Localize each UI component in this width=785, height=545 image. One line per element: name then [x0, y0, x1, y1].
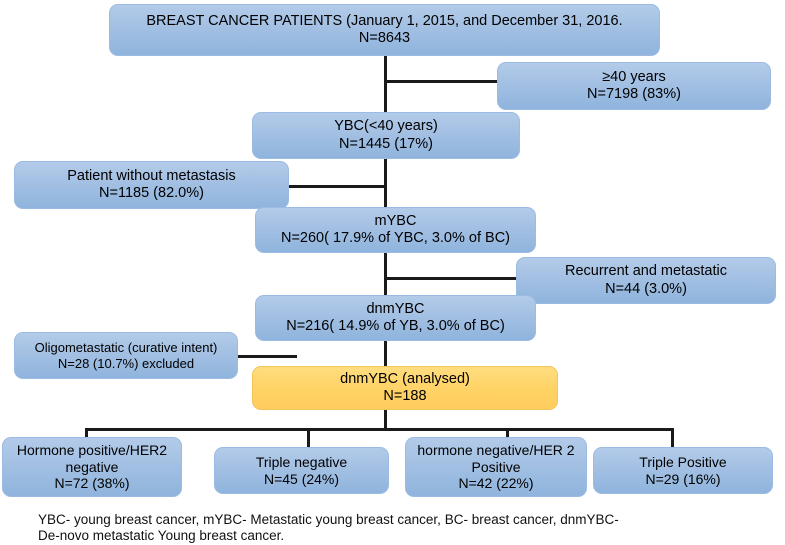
node-dnmybc-analysed[interactable]: dnmYBC (analysed) N=188: [252, 366, 558, 410]
node-ybc-line1: YBC(<40 years): [334, 118, 438, 135]
node-dnmybc-line1: dnmYBC: [366, 300, 425, 317]
node-subtype-triple-positive[interactable]: Triple Positive N=29 (16%): [593, 447, 773, 494]
node-over-40-years[interactable]: ≥40 years N=7198 (83%): [497, 62, 771, 110]
node-no-metastasis-line2: N=1185 (82.0%): [99, 185, 204, 201]
node-no-metastasis-line1: Patient without metastasis: [67, 167, 236, 184]
connector-branch-over40: [384, 80, 498, 83]
connector-allpatients-to-ybc: [384, 56, 387, 116]
node-over40-line2: N=7198 (83%): [587, 86, 681, 102]
node-patient-without-metastasis[interactable]: Patient without metastasis N=1185 (82.0%…: [14, 161, 289, 209]
node-recurrent-line1: Recurrent and metastatic: [565, 263, 727, 280]
connector-branch-no-metastasis: [288, 185, 387, 188]
subtype-triple-negative-line2: N=45 (24%): [263, 470, 340, 487]
abbreviations-line1: YBC- young breast cancer, mYBC- Metastat…: [38, 512, 619, 527]
connector-drop-triple-positive: [671, 428, 674, 447]
node-dnmybc-analysed-line1: dnmYBC (analysed): [340, 370, 470, 387]
subtype-hr-neg-her2-pos-line3: N=42 (22%): [458, 475, 534, 492]
node-dnmybc-analysed-line2: N=188: [383, 388, 427, 404]
connector-drop-triple-negative: [307, 428, 310, 447]
subtype-hr-pos-her2-neg-line2: negative: [65, 458, 119, 475]
subtype-hr-neg-her2-pos-line2: Positive: [471, 458, 521, 475]
node-subtype-hormone-positive-her2-negative[interactable]: Hormone positive/HER2 negative N=72 (38%…: [2, 437, 182, 497]
subtype-hr-pos-her2-neg-line1: Hormone positive/HER2: [16, 442, 168, 459]
node-oligometastatic-line2: N=28 (10.7%) excluded: [57, 355, 195, 371]
node-oligometastatic-excluded[interactable]: Oligometastatic (curative intent) N=28 (…: [14, 332, 238, 379]
abbreviations-legend: YBC- young breast cancer, mYBC- Metastat…: [38, 512, 758, 545]
node-subtype-triple-negative[interactable]: Triple negative N=45 (24%): [214, 447, 389, 494]
node-dnmybc-line2: N=216( 14.9% of YB, 3.0% of BC): [286, 318, 505, 334]
node-subtype-hormone-negative-her2-positive[interactable]: hormone negative/HER 2 Positive N=42 (22…: [405, 437, 587, 497]
connector-dnmybc-to-analysed: [384, 341, 387, 369]
node-oligometastatic-line1: Oligometastatic (curative intent): [34, 340, 218, 356]
subtype-triple-positive-line1: Triple Positive: [639, 453, 727, 470]
node-all-breast-cancer-patients[interactable]: BREAST CANCER PATIENTS (January 1, 2015,…: [109, 4, 660, 56]
node-mybc[interactable]: mYBC N=260( 17.9% of YBC, 3.0% of BC): [255, 207, 536, 253]
node-all-patients-line2: N=8643: [358, 30, 411, 46]
node-recurrent-and-metastatic[interactable]: Recurrent and metastatic N=44 (3.0%): [516, 257, 776, 304]
connector-analysed-to-subtypes: [384, 409, 387, 431]
node-recurrent-line2: N=44 (3.0%): [605, 280, 687, 297]
node-dnmybc[interactable]: dnmYBC N=216( 14.9% of YB, 3.0% of BC): [255, 295, 536, 341]
node-over40-line1: ≥40 years: [602, 68, 666, 85]
node-mybc-line2: N=260( 17.9% of YBC, 3.0% of BC): [280, 230, 511, 246]
subtype-triple-negative-line1: Triple negative: [255, 453, 348, 470]
connector-mybc-to-dnmybc: [384, 252, 387, 300]
connector-branch-oligometastatic: [237, 355, 297, 358]
node-ybc-line2: N=1445 (17%): [339, 135, 433, 152]
node-all-patients-line1: BREAST CANCER PATIENTS (January 1, 2015,…: [146, 12, 623, 29]
subtype-hr-neg-her2-pos-line1: hormone negative/HER 2: [417, 442, 575, 459]
subtype-hr-pos-her2-neg-line3: N=72 (38%): [54, 475, 130, 492]
connector-branch-recurrent: [386, 277, 518, 280]
node-ybc-under-40[interactable]: YBC(<40 years) N=1445 (17%): [252, 112, 520, 159]
abbreviations-line2: De-novo metastatic Young breast cancer.: [38, 528, 285, 544]
connector-subtype-bus: [85, 428, 674, 431]
subtype-triple-positive-line2: N=29 (16%): [645, 470, 721, 487]
node-mybc-line1: mYBC: [374, 212, 417, 229]
